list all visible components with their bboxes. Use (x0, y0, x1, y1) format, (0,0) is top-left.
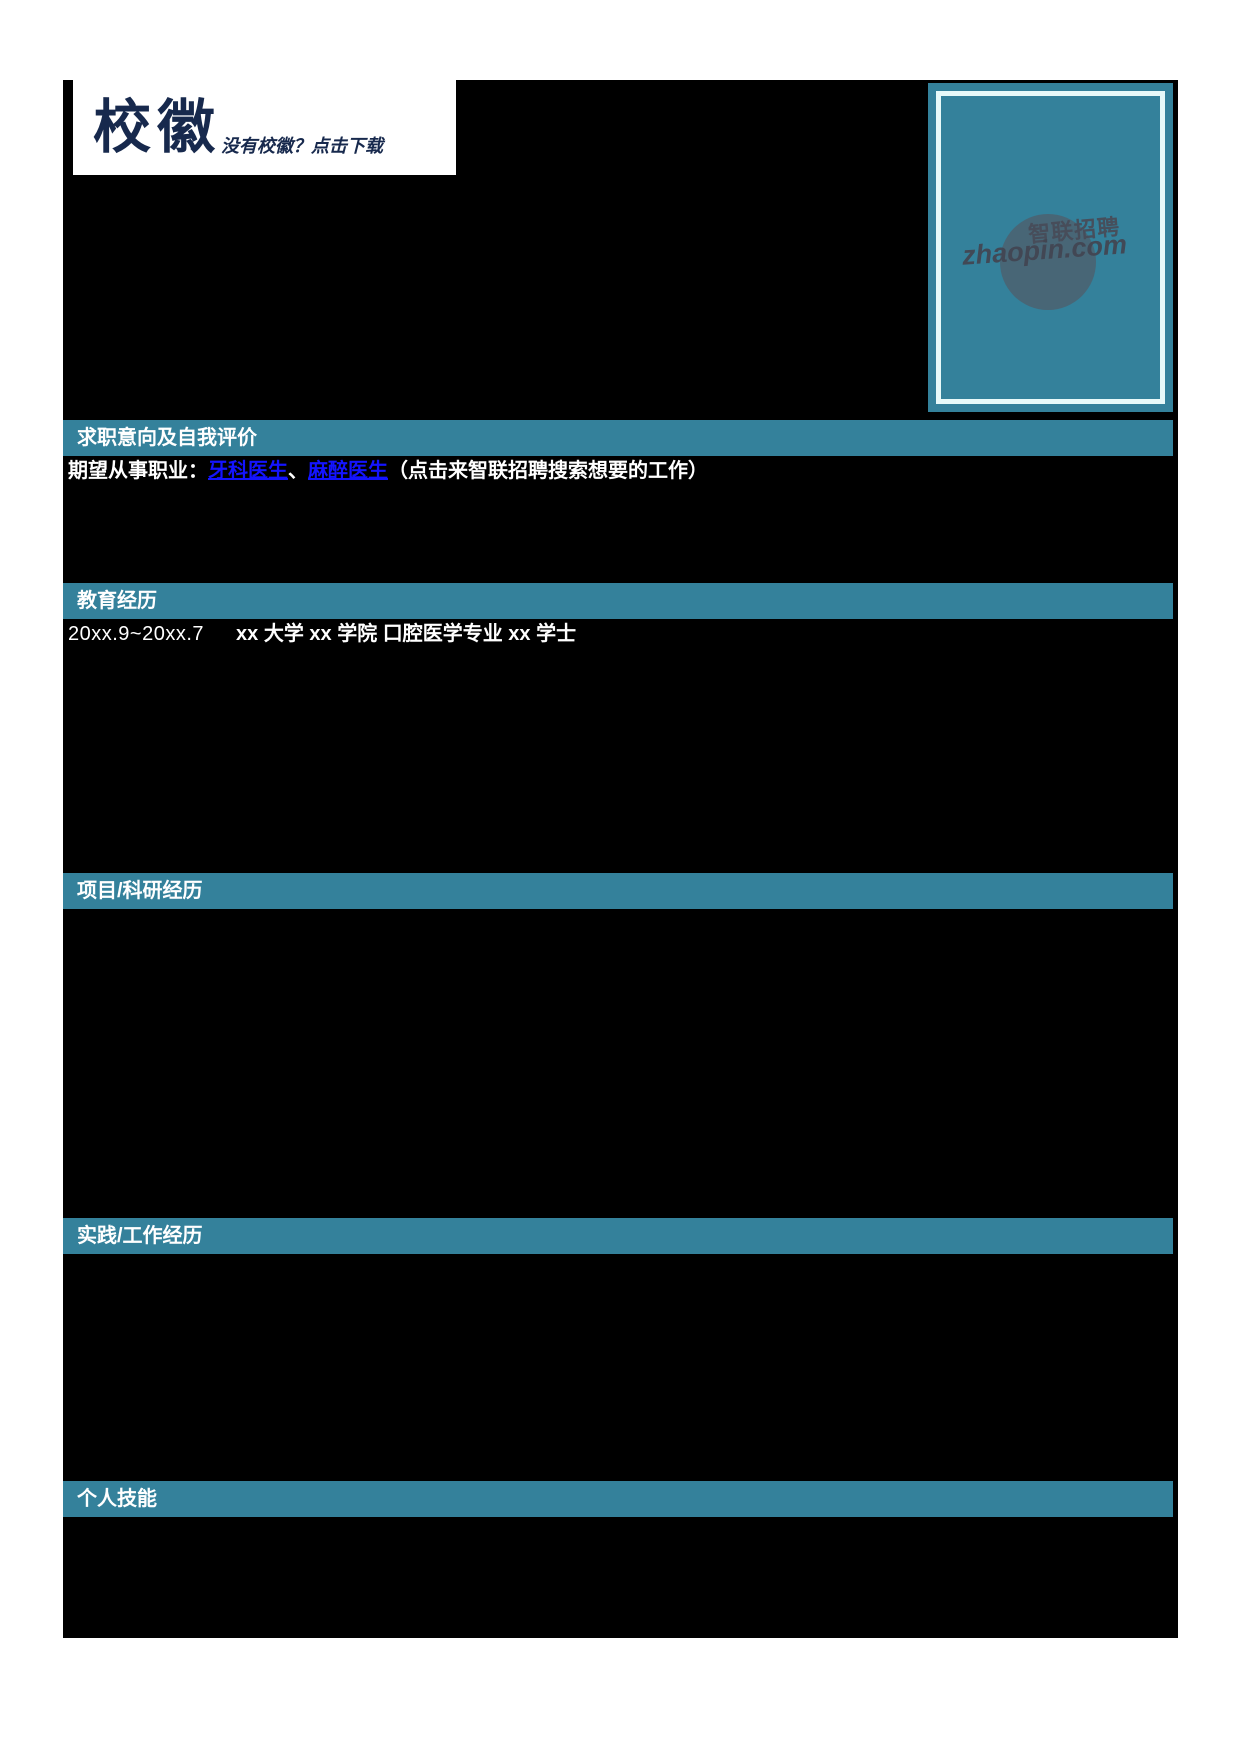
section-header-education: 教育经历 (63, 583, 1173, 619)
photo-frame-border (936, 91, 1165, 404)
section-header-projects: 项目/科研经历 (63, 873, 1173, 909)
school-badge-box[interactable]: 校徽 没有校徽？点击下载 (73, 70, 456, 175)
education-entry-line: 20xx.9~20xx.7 xx 大学 xx 学院 口腔医学专业 xx 学士 (68, 620, 576, 648)
job-link-anesthetist[interactable]: 麻醉医生 (308, 460, 388, 482)
zhaopin-logo-circle-icon (1000, 214, 1096, 310)
section-header-skills: 个人技能 (63, 1481, 1173, 1517)
education-period: 20xx.9~20xx.7 (68, 623, 205, 645)
job-intention-label: 期望从事职业： (68, 460, 208, 482)
photo-placeholder[interactable]: 智联招聘 zhaopin.com (928, 83, 1173, 412)
section-header-intention: 求职意向及自我评价 (63, 420, 1173, 456)
school-badge-title: 校徽 (93, 95, 222, 160)
section-header-work: 实践/工作经历 (63, 1218, 1173, 1254)
job-intention-suffix: （点击来智联招聘搜索想要的工作） (388, 460, 708, 482)
job-link-separator: 、 (288, 460, 308, 482)
education-detail: xx 大学 xx 学院 口腔医学专业 xx 学士 (236, 623, 577, 645)
job-link-dentist[interactable]: 牙科医生 (208, 460, 288, 482)
badge-download-link[interactable]: 没有校徽？点击下载 (221, 136, 383, 156)
job-intention-line: 期望从事职业：牙科医生、麻醉医生（点击来智联招聘搜索想要的工作） (68, 457, 708, 485)
